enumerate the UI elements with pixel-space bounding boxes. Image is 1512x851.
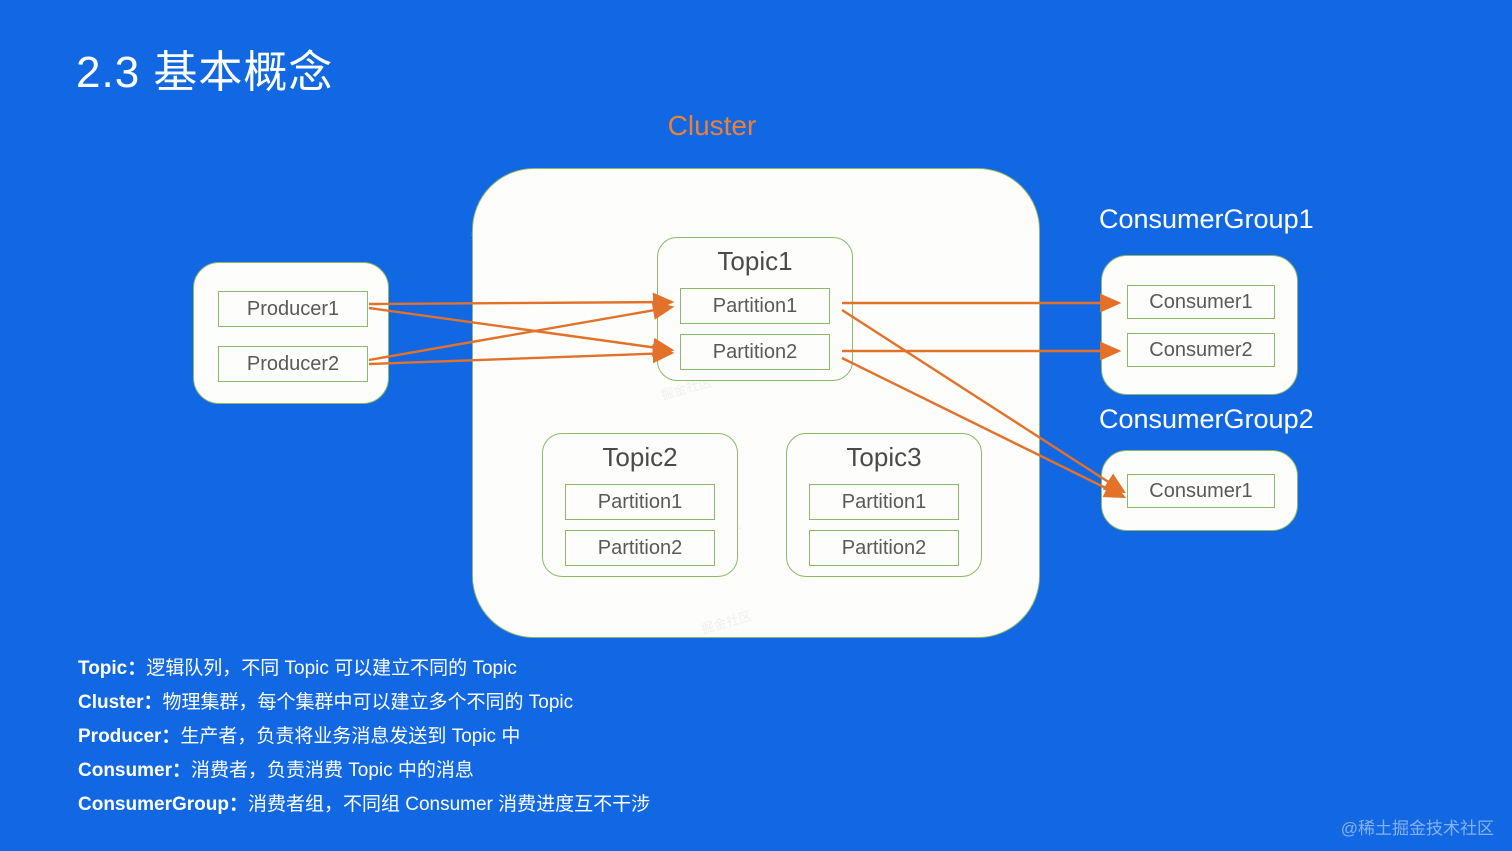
consumer-group-2-consumer-1[interactable]: Consumer1	[1127, 474, 1275, 508]
legend-item: Consumer：消费者，负责消费 Topic 中的消息	[78, 754, 650, 788]
topic-group-2: Topic2 Partition1 Partition2	[542, 433, 738, 577]
consumer-group-1-consumer-2[interactable]: Consumer2	[1127, 333, 1275, 367]
legend-desc: 生产者，负责将业务消息发送到 Topic 中	[180, 726, 521, 747]
watermark: @稀土掘金技术社区	[1340, 819, 1494, 838]
topic-1-partition-1[interactable]: Partition1	[680, 288, 830, 324]
legend-desc: 物理集群，每个集群中可以建立多个不同的 Topic	[162, 692, 574, 713]
legend-term: ConsumerGroup：	[78, 794, 248, 815]
legend: Topic：逻辑队列，不同 Topic 可以建立不同的 Topic Cluste…	[78, 652, 650, 822]
producer-cell-2[interactable]: Producer2	[218, 346, 368, 382]
consumer-group-2-caption: ConsumerGroup2	[1099, 404, 1314, 434]
consumer-group-1-caption: ConsumerGroup1	[1099, 204, 1314, 234]
legend-desc: 逻辑队列，不同 Topic 可以建立不同的 Topic	[146, 658, 517, 679]
legend-item: ConsumerGroup：消费者组，不同组 Consumer 消费进度互不干涉	[78, 788, 650, 822]
legend-term: Producer：	[78, 726, 181, 747]
page-title: 2.3 基本概念	[76, 48, 334, 97]
consumer-group-2-panel: Consumer1	[1101, 450, 1298, 531]
legend-item: Producer：生产者，负责将业务消息发送到 Topic 中	[78, 720, 650, 754]
topic-2-partition-2[interactable]: Partition2	[565, 530, 715, 566]
legend-term: Cluster：	[78, 692, 163, 713]
producer-cell-1[interactable]: Producer1	[218, 291, 368, 327]
producer-panel: Producer1 Producer2	[193, 262, 389, 404]
consumer-group-1-panel: Consumer1 Consumer2	[1101, 255, 1298, 395]
legend-item: Topic：逻辑队列，不同 Topic 可以建立不同的 Topic	[78, 652, 650, 686]
legend-item: Cluster：物理集群，每个集群中可以建立多个不同的 Topic	[78, 686, 650, 720]
topic-group-1: Topic1 Partition1 Partition2	[657, 237, 853, 381]
topic-3-partition-1[interactable]: Partition1	[809, 484, 959, 520]
topic-title-1: Topic1	[717, 246, 793, 276]
topic-2-partition-1[interactable]: Partition1	[565, 484, 715, 520]
topic-group-3: Topic3 Partition1 Partition2	[786, 433, 982, 577]
consumer-group-1-consumer-1[interactable]: Consumer1	[1127, 285, 1275, 319]
legend-desc: 消费者组，不同组 Consumer 消费进度互不干涉	[247, 794, 651, 815]
topic-title-2: Topic2	[602, 442, 678, 472]
topic-1-partition-2[interactable]: Partition2	[680, 334, 830, 370]
legend-desc: 消费者，负责消费 Topic 中的消息	[190, 760, 474, 781]
topic-title-3: Topic3	[846, 442, 922, 472]
topic-3-partition-2[interactable]: Partition2	[809, 530, 959, 566]
legend-term: Topic：	[78, 658, 147, 679]
legend-term: Consumer：	[78, 760, 191, 781]
cluster-label: Cluster	[667, 110, 757, 141]
